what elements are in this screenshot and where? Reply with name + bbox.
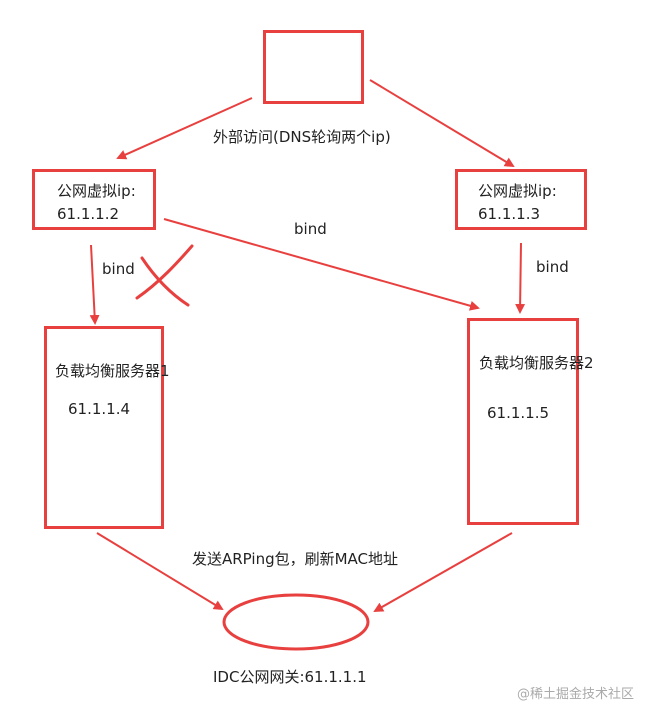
vip1-ip: 61.1.1.2 [57, 205, 120, 223]
gateway-node [222, 593, 370, 651]
vip2-node [455, 169, 587, 230]
cross-mark-icon [140, 256, 190, 307]
cross-mark-icon-stroke2 [135, 244, 194, 300]
arping-label: 发送ARPing包，刷新MAC地址 [192, 550, 399, 568]
vip1-title: 公网虚拟ip: [57, 182, 136, 200]
arrow-lb1-to-gateway [96, 532, 224, 611]
lb2-node [467, 318, 579, 525]
client-node [263, 30, 364, 104]
bind-label-vip1-lb1: bind [102, 260, 135, 278]
watermark: @稀土掘金技术社区 [517, 687, 635, 702]
lb1-name: 负载均衡服务器1 [55, 362, 170, 380]
arrow-client-to-vip2 [369, 79, 515, 168]
arrow-vip1-to-lb2 [163, 218, 480, 311]
vip1-node [32, 169, 156, 230]
lb2-name: 负载均衡服务器2 [479, 354, 594, 372]
bind-label-vip2-lb2: bind [536, 258, 569, 276]
vip2-title: 公网虚拟ip: [478, 182, 557, 200]
arrow-client-to-vip1 [116, 97, 253, 160]
gateway-label: IDC公网网关:61.1.1.1 [213, 668, 367, 686]
arrow-vip1-to-lb1 [89, 244, 100, 325]
lb1-ip: 61.1.1.4 [68, 400, 131, 418]
vip2-ip: 61.1.1.3 [478, 205, 541, 223]
bind-label-vip1-lb2: bind [294, 220, 327, 238]
arrow-lb2-to-gateway [373, 532, 513, 612]
lb2-ip: 61.1.1.5 [487, 404, 550, 422]
arrow-vip2-to-lb2 [515, 242, 526, 314]
dns-label: 外部访问(DNS轮询两个ip) [213, 128, 391, 146]
lb1-node [44, 326, 164, 529]
